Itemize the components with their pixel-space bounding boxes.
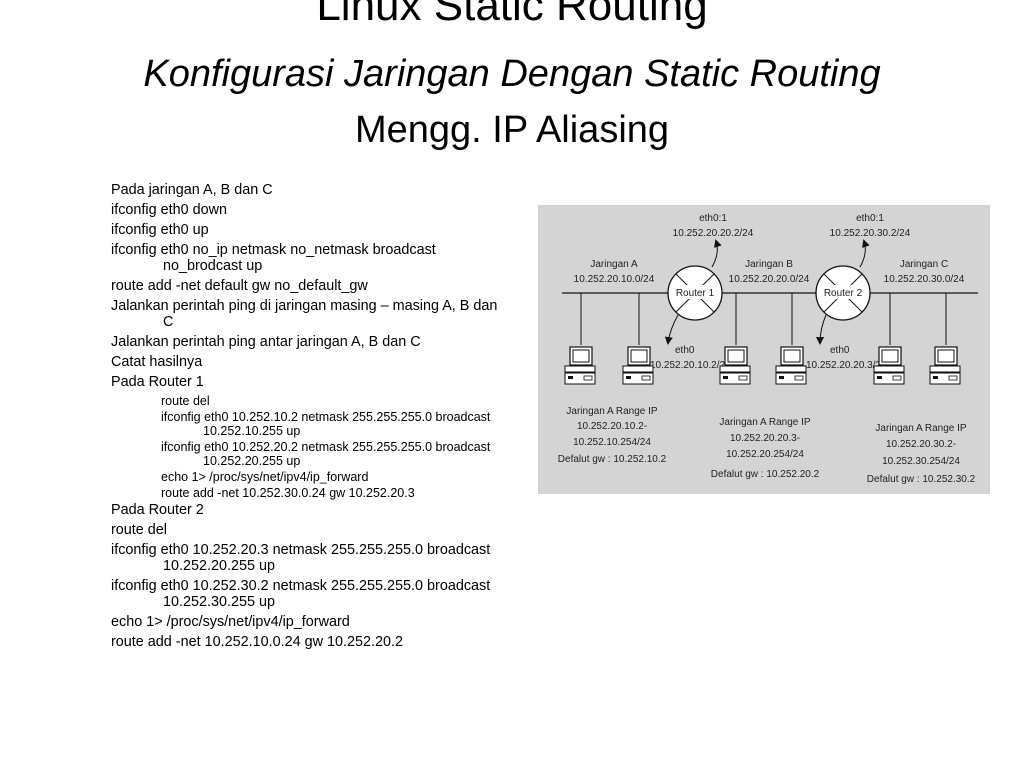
net-c-name: Jaringan C — [900, 259, 948, 270]
pc-c2-icon — [929, 346, 961, 385]
pc-a1-icon — [564, 346, 596, 385]
net-b-ip: 10.252.20.20.0/24 — [729, 274, 810, 285]
router-1: Router 1 — [667, 265, 723, 321]
line-9: route del — [161, 394, 210, 408]
line-7: Catat hasilnya — [111, 354, 203, 370]
r2-eth0-arrow — [816, 314, 827, 345]
range-a-gw: Defalut gw : 10.252.10.2 — [558, 454, 667, 465]
r2-eth0-ip: 10.252.20.20.3/24 — [806, 360, 887, 371]
r1-alias-arrow — [711, 239, 722, 268]
range-c-end: 10.252.30.254/24 — [882, 456, 960, 467]
line-11: ifconfig eth0 10.252.20.2 netmask 255.25… — [161, 440, 491, 468]
slide-title: Linux Static Routing — [316, 0, 708, 30]
line-8: Pada Router 1 — [111, 374, 204, 390]
net-a-ip: 10.252.20.10.0/24 — [574, 274, 655, 285]
pc-b2-icon — [775, 346, 807, 385]
range-a-title: Jaringan A Range IP — [566, 406, 658, 417]
diagram-background — [538, 205, 990, 494]
r1-eth0-arrow — [664, 314, 679, 345]
range-b-gw: Defalut gw : 10.252.20.2 — [711, 469, 820, 480]
range-b-end: 10.252.20.254/24 — [726, 449, 804, 460]
router-2: Router 2 — [815, 265, 871, 321]
range-a-start: 10.252.20.10.2- — [577, 421, 647, 432]
pc-c1-icon — [873, 346, 905, 385]
line-13: route add -net 10.252.30.0.24 gw 10.252.… — [161, 486, 415, 500]
network-diagram: Router 1 Router 2 eth0:1 10.252.20.20.2/… — [538, 205, 990, 494]
pc-a2-icon — [622, 346, 654, 385]
instruction-list: Pada jaringan A, B dan C ifconfig eth0 d… — [111, 182, 511, 654]
line-3: ifconfig eth0 no_ip netmask no_netmask b… — [111, 242, 436, 274]
r2-alias-ip: 10.252.20.30.2/24 — [830, 228, 911, 239]
range-c-gw: Defalut gw : 10.252.30.2 — [867, 474, 976, 485]
r2-alias-arrow — [859, 239, 870, 268]
line-5: Jalankan perintah ping di jaringan masin… — [111, 298, 498, 330]
line-19: route add -net 10.252.10.0.24 gw 10.252.… — [111, 634, 404, 650]
line-17: ifconfig eth0 10.252.30.2 netmask 255.25… — [111, 578, 491, 610]
r2-alias-label: eth0:1 — [856, 213, 884, 224]
r1-eth0-ip: 10.252.20.10.2/24 — [650, 360, 731, 371]
range-c-title: Jaringan A Range IP — [875, 423, 967, 434]
router-2-label: Router 2 — [824, 288, 863, 299]
line-1: ifconfig eth0 down — [111, 202, 228, 218]
slide-subtitle-2: Mengg. IP Aliasing — [354, 109, 670, 151]
pc-b1-icon — [719, 346, 751, 385]
line-15: route del — [111, 522, 168, 538]
line-18: echo 1> /proc/sys/net/ipv4/ip_forward — [111, 614, 350, 630]
net-c-ip: 10.252.20.30.0/24 — [884, 274, 965, 285]
line-14: Pada Router 2 — [111, 502, 204, 518]
net-a-name: Jaringan A — [590, 259, 638, 270]
r1-alias-ip: 10.252.20.20.2/24 — [673, 228, 754, 239]
r1-alias-label: eth0:1 — [699, 213, 727, 224]
net-b-name: Jaringan B — [745, 259, 793, 270]
range-a-end: 10.252.10.254/24 — [573, 437, 651, 448]
line-16: ifconfig eth0 10.252.20.3 netmask 255.25… — [111, 542, 491, 574]
range-b-title: Jaringan A Range IP — [719, 417, 811, 428]
router-1-label: Router 1 — [676, 288, 715, 299]
range-b-start: 10.252.20.20.3- — [730, 433, 800, 444]
line-4: route add -net default gw no_default_gw — [111, 278, 368, 294]
slide-subtitle: Konfigurasi Jaringan Dengan Static Routi… — [143, 53, 881, 95]
r1-eth0-label: eth0 — [675, 345, 695, 356]
line-0: Pada jaringan A, B dan C — [111, 182, 273, 198]
line-12: echo 1> /proc/sys/net/ipv4/ip_forward — [161, 470, 369, 484]
network-diagram-svg: Router 1 Router 2 eth0:1 10.252.20.20.2/… — [538, 205, 990, 494]
line-10: ifconfig eth0 10.252.10.2 netmask 255.25… — [161, 410, 491, 438]
r2-eth0-label: eth0 — [830, 345, 850, 356]
line-6: Jalankan perintah ping antar jaringan A,… — [111, 334, 421, 350]
range-c-start: 10.252.20.30.2- — [886, 439, 956, 450]
line-2: ifconfig eth0 up — [111, 222, 209, 238]
